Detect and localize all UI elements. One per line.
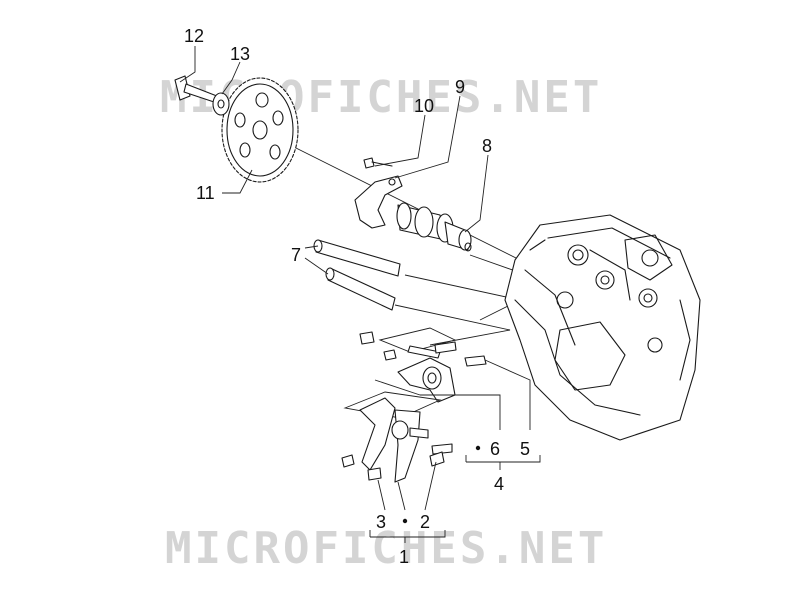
callout-13: 13 — [230, 44, 250, 64]
leader-10 — [374, 114, 426, 167]
gear-washer — [212, 92, 230, 116]
callout-11: 11 — [196, 183, 215, 203]
bracket-4 — [465, 455, 541, 463]
callout-5: 5 — [520, 439, 530, 459]
callout-2: 2 — [420, 512, 430, 532]
camshaft — [396, 202, 472, 252]
callout-9: 9 — [455, 77, 465, 97]
callout-12: 12 — [184, 26, 204, 46]
bracket-screw — [363, 157, 393, 169]
callout-4: 4 — [494, 474, 504, 494]
leader-8 — [464, 154, 489, 233]
rocker-arm-upper — [359, 327, 531, 430]
leader-7 — [304, 245, 329, 275]
callout-10: 10 — [414, 96, 434, 116]
leader-9 — [394, 95, 461, 179]
watermark-bottom: MICROFICHES.NET — [165, 523, 607, 574]
bracket-1 — [369, 530, 446, 538]
callout-6: 6 — [490, 439, 500, 459]
rocker-arm-lower — [341, 391, 453, 511]
cam-bracket — [354, 175, 403, 229]
rocker-pin-lower — [325, 267, 396, 311]
leader-12 — [179, 46, 196, 83]
leader-13 — [221, 61, 241, 95]
gear-bolt — [174, 75, 223, 105]
cylinder-head — [504, 214, 701, 441]
leader-11 — [222, 169, 253, 194]
assembly-dot-1 — [402, 518, 408, 524]
assembly-dot-4 — [475, 445, 481, 451]
callout-1: 1 — [399, 547, 409, 567]
axis-leader-pin-upper — [404, 274, 522, 321]
axis-leader-pin-lower — [394, 304, 511, 346]
callout-3: 3 — [376, 512, 386, 532]
callout-7: 7 — [291, 245, 301, 265]
cam-gear — [221, 77, 299, 183]
callout-8: 8 — [482, 136, 492, 156]
